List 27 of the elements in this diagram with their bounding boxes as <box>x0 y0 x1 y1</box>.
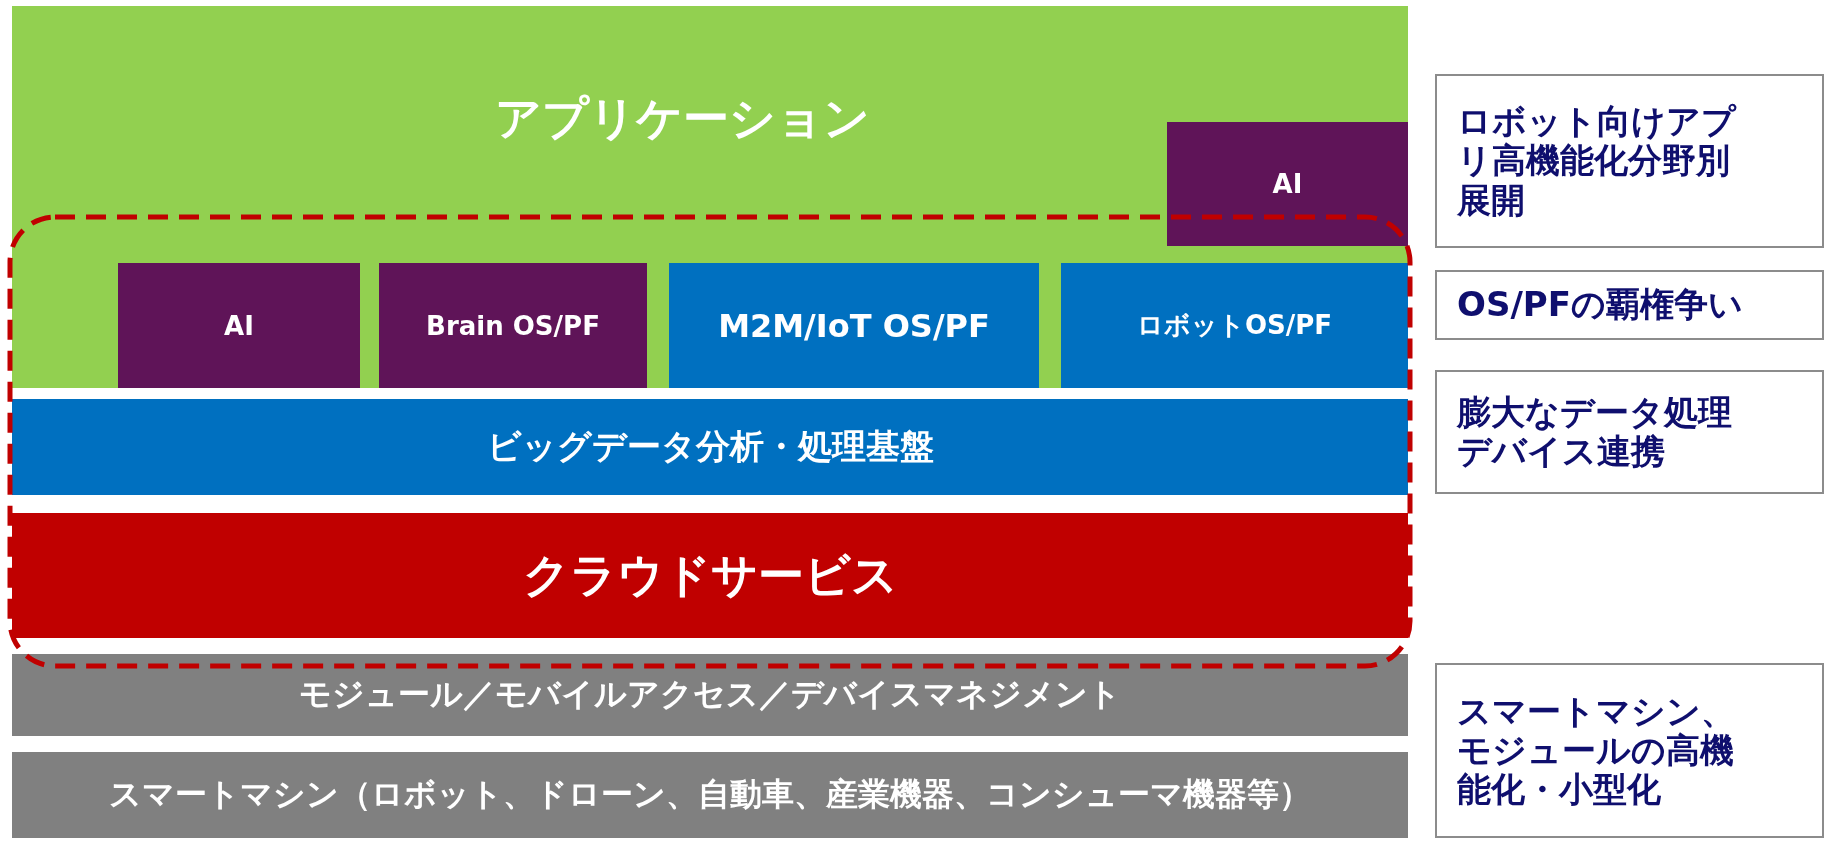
note-box <box>1435 370 1824 494</box>
layer-label: クラウドサービス <box>522 546 898 604</box>
note-box <box>1435 270 1824 340</box>
note-text: スマートマシン、モジュールの高機能化・小型化 <box>1457 691 1736 810</box>
platform-label: Brain OS/PF <box>426 310 600 341</box>
note-box <box>1435 74 1824 248</box>
layer-title: アプリケーション <box>493 90 871 147</box>
ai-label: AI <box>1272 169 1303 199</box>
ai-box <box>118 263 360 388</box>
big-data-band <box>12 399 1408 495</box>
platform-box <box>669 263 1039 388</box>
platform-label: M2M/IoT OS/PF <box>718 306 990 345</box>
layer-label: ビッグデータ分析・処理基盤 <box>486 425 934 468</box>
layer-label: モジュール／モバイルアクセス／デバイスマネジメント <box>299 674 1121 715</box>
platform-box <box>1061 263 1408 388</box>
platform-box <box>379 263 647 388</box>
smart-machine-band <box>12 752 1408 838</box>
note-text: ロボット向けアプリ高機能化分野別展開 <box>1457 102 1738 220</box>
ai-box <box>1167 122 1408 246</box>
module-band <box>12 654 1408 736</box>
layer-label: スマートマシン（ロボット、ドローン、自動車、産業機器、コンシューマ機器等） <box>109 774 1311 815</box>
note-text: OS/PFの覇権争い <box>1457 285 1743 325</box>
application-layer-band <box>12 6 1408 388</box>
platform-label: ロボットOS/PF <box>1136 309 1333 342</box>
note-box <box>1435 663 1824 838</box>
ai-label: AI <box>224 310 254 341</box>
note-text: 膨大なデータ処理デバイス連携 <box>1457 392 1733 472</box>
